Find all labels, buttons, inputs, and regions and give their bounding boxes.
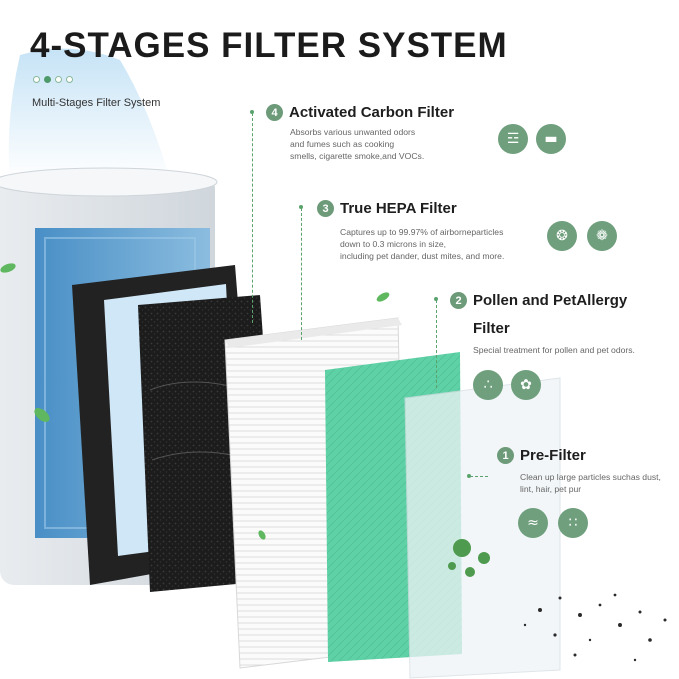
stage-1-number: 1 bbox=[497, 447, 514, 464]
leader-line-stage-1 bbox=[470, 476, 488, 477]
leader-line-stage-4 bbox=[252, 113, 253, 323]
pre-filter bbox=[404, 377, 561, 679]
stage-3-title: True HEPA Filter bbox=[340, 200, 457, 217]
airflow-mist bbox=[8, 48, 170, 180]
stage-2-description: Special treatment for pollen and pet odo… bbox=[473, 344, 635, 356]
stage-2-title: Pollen and PetAllergy bbox=[473, 292, 628, 309]
carousel-dot-4 bbox=[66, 76, 73, 83]
leader-line-stage-2 bbox=[436, 300, 437, 388]
stage-4-number: 4 bbox=[266, 104, 283, 121]
leader-dot-stage-1 bbox=[467, 474, 471, 478]
stage-4-desc-line: smells, cigarette smoke,and VOCs. bbox=[290, 151, 425, 161]
stage-3-number: 3 bbox=[317, 200, 334, 217]
carousel-dot-2 bbox=[44, 76, 51, 83]
stage-1-heading: 1 Pre-Filter bbox=[497, 447, 586, 464]
stage-2-desc-line: Special treatment for pollen and pet odo… bbox=[473, 345, 635, 355]
stage-2-number: 2 bbox=[450, 292, 467, 309]
page-subtitle: Multi-Stages Filter System bbox=[32, 97, 161, 109]
dust-mite-icon: ❁ bbox=[587, 221, 617, 251]
stage-4-desc-line: and fumes such as cooking bbox=[290, 139, 395, 149]
stage-2-title-line-2: Filter bbox=[473, 320, 510, 337]
stage-4-desc-line: Absorbs various unwanted odors bbox=[290, 127, 416, 137]
leader-dot-stage-3 bbox=[299, 205, 303, 209]
dust-particles bbox=[523, 593, 667, 662]
stage-4-description: Absorbs various unwanted odors and fumes… bbox=[290, 126, 424, 162]
cooking-fumes-icon: ☲ bbox=[498, 124, 528, 154]
stage-3-desc-line: including pet dander, dust mites, and mo… bbox=[340, 251, 505, 261]
leader-dot-stage-4 bbox=[250, 110, 254, 114]
leaves bbox=[0, 263, 390, 540]
stage-3-desc-line: down to 0.3 microns in size, bbox=[340, 239, 447, 249]
stage-1-desc-line: Clean up large particles suchas dust, bbox=[520, 472, 661, 482]
germ-cluster bbox=[448, 539, 490, 577]
stage-4-heading: 4 Activated Carbon Filter bbox=[266, 104, 454, 121]
stage-3-description: Captures up to 99.97% of airborneparticl… bbox=[340, 226, 504, 262]
bacteria-icon: ❂ bbox=[547, 221, 577, 251]
stage-3-desc-line: Captures up to 99.97% of airborneparticl… bbox=[340, 227, 504, 237]
stage-3-heading: 3 True HEPA Filter bbox=[317, 200, 457, 217]
stage-1-description: Clean up large particles suchas dust, li… bbox=[520, 471, 661, 495]
pollen-icon: ∴ bbox=[473, 370, 503, 400]
stage-4-title: Activated Carbon Filter bbox=[289, 104, 455, 121]
cigarette-icon: ▬ bbox=[536, 124, 566, 154]
carousel-dot-3 bbox=[55, 76, 62, 83]
pet-paw-icon: ✿ bbox=[511, 370, 541, 400]
carousel-indicator bbox=[33, 76, 73, 83]
stage-2-heading: 2 Pollen and PetAllergy bbox=[450, 292, 627, 309]
purifier-top bbox=[0, 167, 218, 197]
stage-1-desc-line: lint, hair, pet pur bbox=[520, 484, 582, 494]
leader-dot-stage-2 bbox=[434, 297, 438, 301]
leader-line-stage-3 bbox=[301, 208, 302, 340]
dust-icon: ∷ bbox=[558, 508, 588, 538]
stage-1-title: Pre-Filter bbox=[520, 447, 586, 464]
carousel-dot-1 bbox=[33, 76, 40, 83]
page-title: 4-STAGES FILTER SYSTEM bbox=[30, 26, 508, 65]
hair-icon: ≈ bbox=[518, 508, 548, 538]
